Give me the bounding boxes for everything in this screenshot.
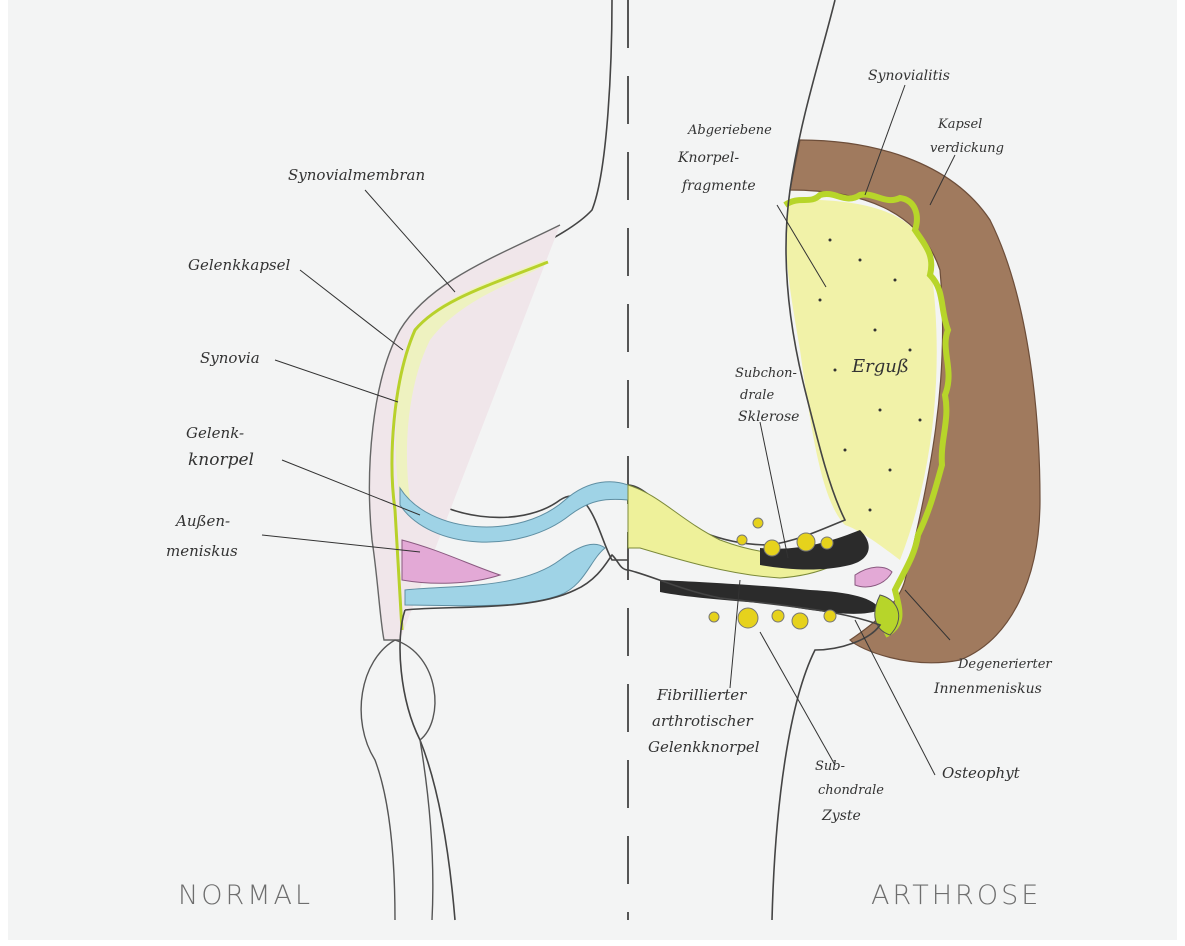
label-zyste-2: chondrale: [818, 783, 884, 798]
arthrose-meniscus: [855, 567, 892, 587]
label-aussenmeniskus-1: Außen-: [174, 512, 230, 530]
label-kapsel-2: verdickung: [930, 141, 1004, 156]
label-abgeriebene-2: Knorpel-: [677, 150, 739, 166]
label-kapsel-1: Kapsel: [937, 117, 982, 132]
arthrose-sclerosis-lower: [660, 580, 880, 614]
label-osteophyt: Osteophyt: [942, 764, 1021, 782]
caption-normal: NORMAL: [178, 880, 313, 911]
label-subchondrale-1: Subchon-: [735, 366, 797, 381]
label-fibrillierter-3: Gelenkknorpel: [648, 738, 760, 756]
normal-meniscus: [402, 540, 500, 583]
label-synovialitis: Synovialitis: [868, 68, 950, 84]
label-gelenkknorpel-1: Gelenk-: [186, 424, 244, 442]
label-synovia: Synovia: [200, 349, 260, 367]
label-erguss: Erguß: [851, 356, 909, 377]
label-gelenkkapsel: Gelenkkapsel: [188, 256, 290, 274]
normal-fibula: [361, 640, 433, 920]
label-aussenmeniskus-2: meniskus: [166, 542, 238, 560]
label-zyste-3: Zyste: [821, 808, 861, 824]
label-zyste-1: Sub-: [815, 759, 845, 774]
label-gelenkknorpel-2: knorpel: [188, 450, 254, 470]
label-subchondrale-3: Sklerose: [738, 409, 799, 425]
caption-arthrose: ARTHROSE: [871, 880, 1041, 911]
arthrose-effusion: [786, 200, 937, 560]
label-innenmeniskus-1: Degenerierter: [957, 657, 1052, 672]
label-synovialmembran: Synovialmembran: [288, 166, 425, 184]
label-abgeriebene-3: fragmente: [681, 178, 756, 194]
label-abgeriebene-1: Abgeriebene: [687, 123, 772, 138]
normal-tibia: [400, 555, 628, 920]
label-fibrillierter-1: Fibrillierter: [656, 686, 747, 704]
label-fibrillierter-2: arthrotischer: [652, 712, 753, 730]
label-innenmeniskus-2: Innenmeniskus: [933, 681, 1042, 697]
label-subchondrale-2: drale: [740, 388, 774, 403]
